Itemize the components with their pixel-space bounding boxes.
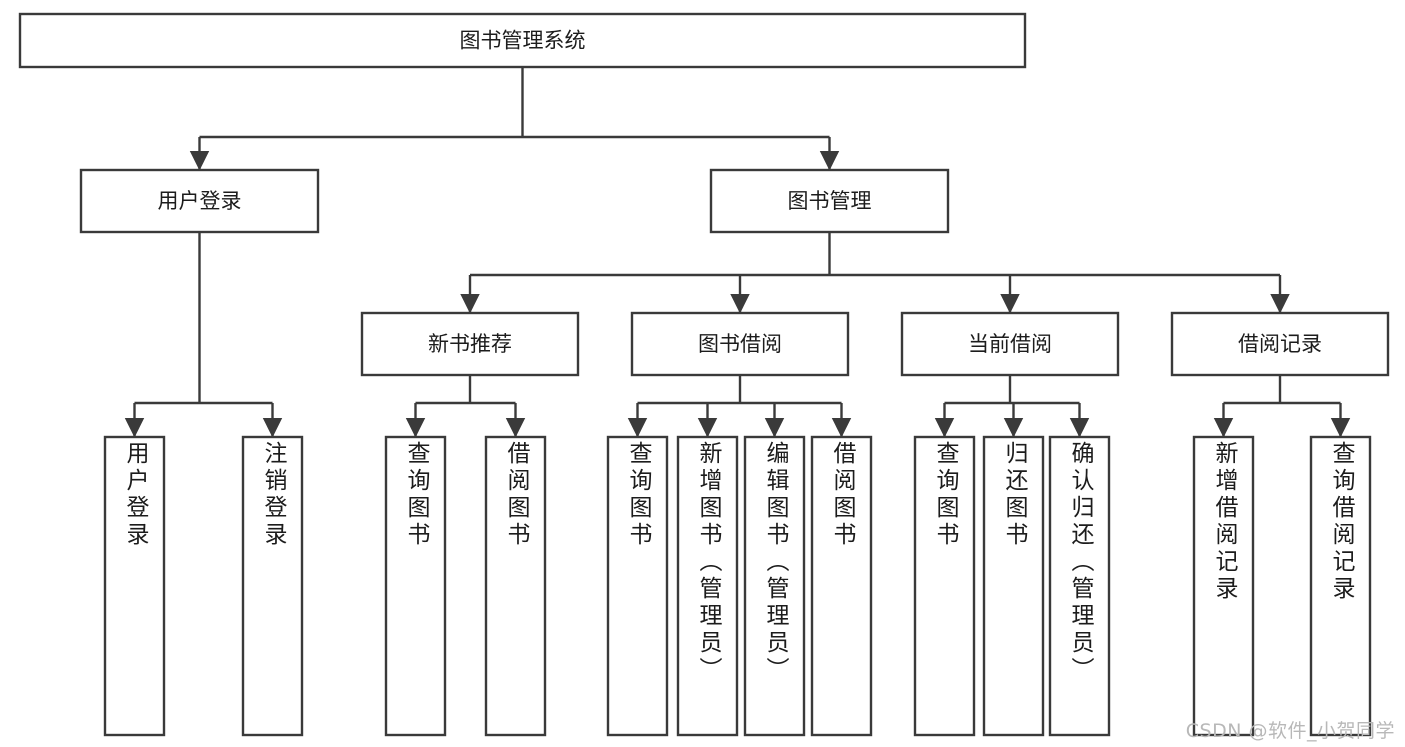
node-box-leaf-borrow-book-1[interactable]: [484, 435, 547, 737]
node-box-new-book-recommend[interactable]: [360, 311, 580, 377]
node-box-leaf-user-login[interactable]: [103, 435, 166, 737]
node-box-root[interactable]: [18, 12, 1027, 69]
node-label-user-login: 用户登录: [158, 189, 242, 213]
node-box-leaf-query-book-2[interactable]: [606, 435, 669, 737]
node-box-leaf-borrow-book-2[interactable]: [810, 435, 873, 737]
node-box-borrow-record[interactable]: [1170, 311, 1390, 377]
node-box-leaf-confirm-return[interactable]: [1048, 435, 1111, 737]
node-box-current-borrow[interactable]: [900, 311, 1120, 377]
node-box-user-login[interactable]: [79, 168, 320, 234]
connectors-layer: [124, 67, 1351, 438]
node-box-leaf-edit-book[interactable]: [743, 435, 806, 737]
node-box-book-borrow[interactable]: [630, 311, 850, 377]
node-box-leaf-logout-login[interactable]: [241, 435, 304, 737]
node-label-book-manage: 图书管理: [788, 189, 872, 213]
node-box-leaf-query-book-3[interactable]: [913, 435, 976, 737]
boxes-layer: [18, 12, 1390, 737]
node-label-current-borrow: 当前借阅: [968, 332, 1052, 356]
node-label-root: 图书管理系统: [460, 29, 586, 53]
node-box-leaf-add-book[interactable]: [676, 435, 739, 737]
node-label-book-borrow: 图书借阅: [698, 332, 782, 356]
node-box-leaf-return-book[interactable]: [982, 435, 1045, 737]
watermark-text: CSDN @软件_小贺同学: [1185, 720, 1395, 742]
node-label-borrow-record: 借阅记录: [1238, 332, 1322, 356]
node-box-leaf-add-record[interactable]: [1192, 435, 1255, 737]
node-box-leaf-query-record[interactable]: [1309, 435, 1372, 737]
node-box-book-manage[interactable]: [709, 168, 950, 234]
node-box-leaf-query-book-1[interactable]: [384, 435, 447, 737]
node-label-new-book-recommend: 新书推荐: [428, 332, 512, 356]
